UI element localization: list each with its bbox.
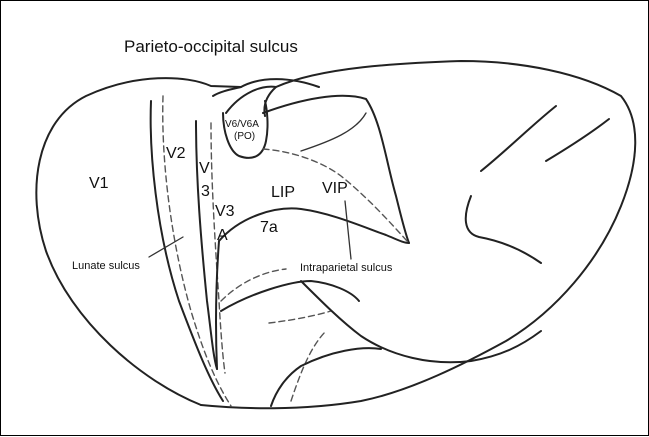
intraparietal-sulcus-lower: [219, 208, 409, 243]
area-v3-label-line1: V: [199, 160, 210, 177]
area-vip-label: VIP: [322, 180, 348, 197]
area-v2-label: V2: [166, 145, 186, 162]
v2-v3-border: [196, 121, 217, 369]
area-v3a-label-line2: A: [217, 227, 228, 244]
parieto-occipital-sulcus-label: Parieto-occipital sulcus: [124, 37, 298, 56]
frontal-sulcus: [546, 119, 609, 161]
lower-dashed-boundary: [221, 269, 331, 401]
intraparietal-sulcus-label: Intraparietal sulcus: [300, 262, 393, 274]
area-v3a-label-line1: V3: [215, 203, 235, 220]
area-v1-label: V1: [89, 175, 109, 192]
temporal-lower-contour: [271, 348, 381, 406]
v1-v2-border: [151, 101, 223, 401]
area-v6-label-line2: (PO): [234, 131, 255, 142]
occipital-lobe-outline: [36, 78, 319, 405]
area-v3-label-line2: 3: [201, 183, 210, 200]
intraparietal-sulcus-upper: [263, 96, 409, 243]
intraparietal-inner-contour: [301, 113, 366, 151]
intraparietal-sulcus-pointer: [345, 201, 351, 259]
area-v6-label-line1: V6/V6A: [225, 119, 259, 130]
lunate-sulcus-label: Lunate sulcus: [72, 260, 140, 272]
lower-parietal-fold: [216, 241, 359, 369]
area-lip-label: LIP: [271, 184, 295, 201]
area-7a-label: 7a: [260, 219, 278, 236]
sylvian-fissure: [301, 281, 541, 362]
central-sulcus: [466, 106, 556, 263]
